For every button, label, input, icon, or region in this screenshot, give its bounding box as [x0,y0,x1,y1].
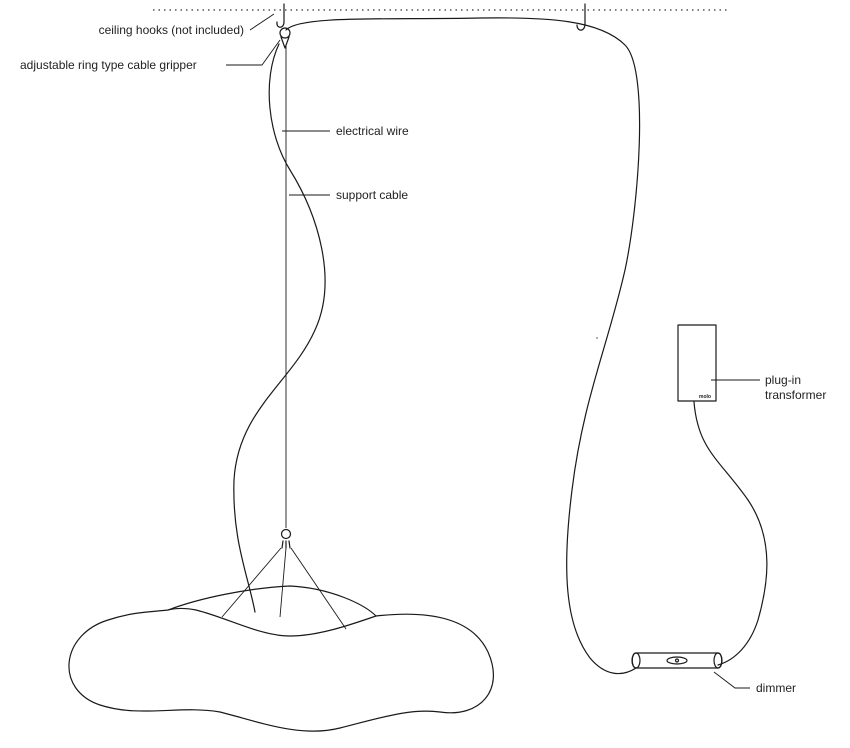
electrical-wire-left [233,43,326,613]
brand-mark: molo [699,394,711,400]
lamp-shade [68,607,494,732]
leader-cable-gripper [226,39,281,66]
dimmer-knob-center [674,658,680,663]
suspension-line [221,547,282,618]
label-ceiling-hooks: ceiling hooks (not included) [99,23,244,37]
label-transformer-line2: transformer [765,388,826,402]
plug-in-transformer [677,324,717,402]
right-ceiling-hook [576,3,586,31]
left-ceiling-hook [276,3,285,28]
electrical-wire-right [285,17,641,675]
label-cable-gripper: adjustable ring type cable gripper [20,58,197,72]
dimmer [631,652,723,669]
dimmer-end [631,652,641,669]
leader-ceiling-hooks [249,13,275,31]
leader-dimmer [713,671,750,689]
lamp-shade-back [167,585,377,617]
suspension-line [279,547,287,618]
cable-gripper [279,27,291,39]
stray-dot [596,337,598,339]
transformer-wire [693,401,768,666]
suspension-connectors [281,540,291,549]
dimmer-end [713,652,723,669]
label-support-cable: support cable [336,188,408,202]
dimmer-knob [666,656,688,665]
suspension-line [290,547,347,630]
cable-gripper-body [280,36,290,49]
label-transformer-line1: plug-in [765,373,801,387]
label-electrical-wire: electrical wire [336,124,409,138]
suspension-ring [280,528,292,540]
label-dimmer: dimmer [756,681,796,695]
